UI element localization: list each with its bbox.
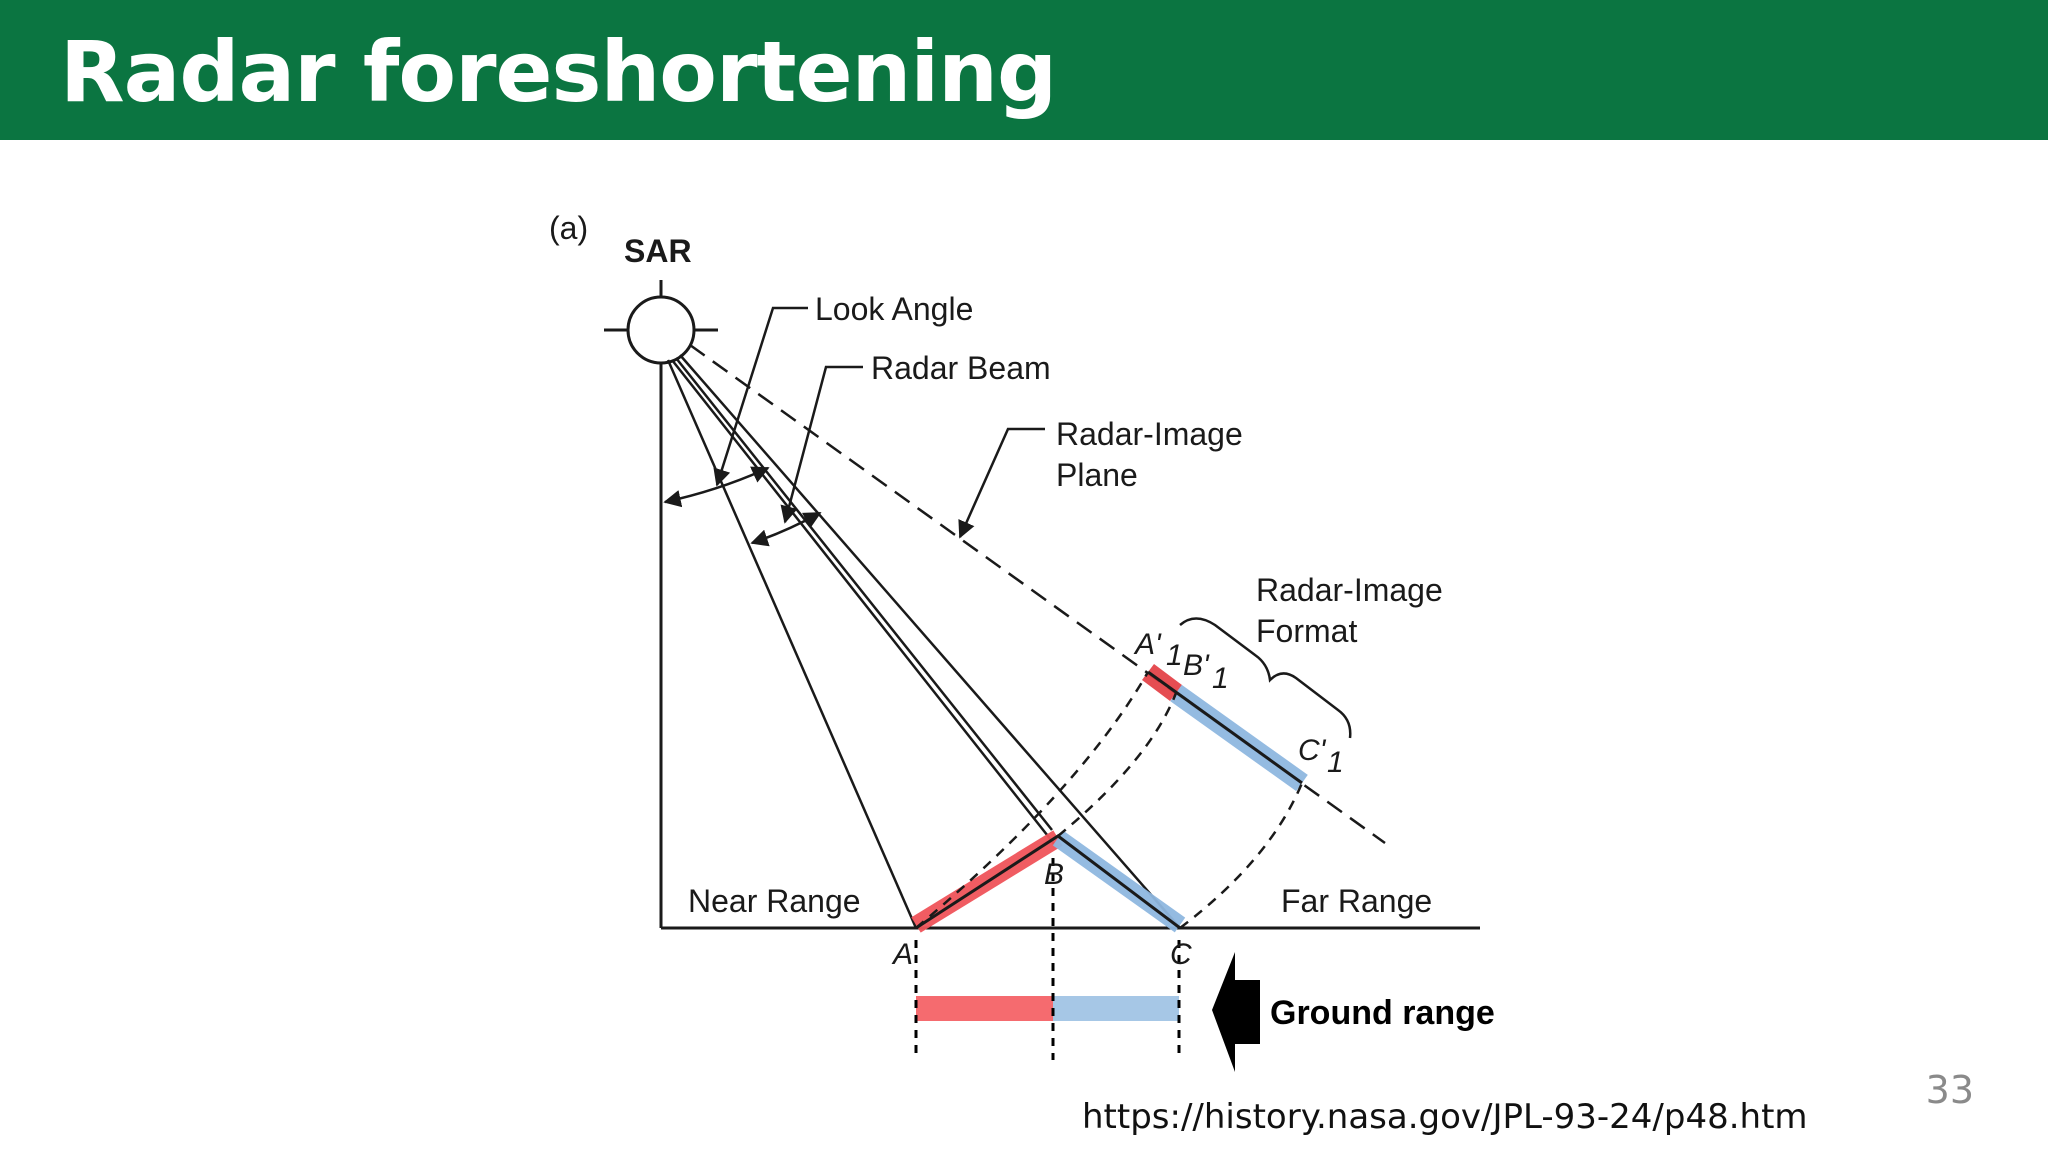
radar-beam-label: Radar Beam: [871, 350, 1051, 386]
ground-range-bc-bar: [1053, 996, 1179, 1021]
point-c-label: C: [1170, 938, 1192, 971]
page-number: 33: [1925, 1068, 1974, 1112]
point-b1-subscript: 1: [1212, 662, 1229, 695]
image-segment-line: [1147, 670, 1303, 785]
projection-arc-a: [915, 671, 1150, 929]
point-c1-label: C': [1298, 734, 1327, 767]
ray-to-a-right: [671, 359, 1056, 846]
image-plane-leader: [958, 427, 1045, 539]
near-range-label: Near Range: [688, 883, 861, 919]
ground-range-ab-bar: [916, 996, 1053, 1021]
source-link[interactable]: https://history.nasa.gov/JPL-93-24/p48.h…: [1082, 1097, 1808, 1137]
image-plane-label-1: Radar-Image: [1056, 416, 1243, 452]
ray-to-b: [675, 357, 1053, 831]
image-format-brace: [1179, 617, 1352, 739]
look-angle-label: Look Angle: [815, 291, 973, 327]
radar-beam-leader: [780, 365, 863, 524]
image-format-label-1: Radar-Image: [1256, 572, 1443, 608]
projection-arc-b: [1057, 692, 1178, 837]
ground-range-label: Ground range: [1270, 994, 1495, 1032]
image-format-label-2: Format: [1256, 613, 1357, 649]
ground-range-arrow-icon: [1212, 952, 1260, 1072]
point-b-label: B: [1044, 858, 1064, 891]
point-b1-label: B': [1183, 649, 1210, 682]
projection-arc-c: [1179, 782, 1304, 929]
look-angle-arc: [663, 466, 770, 508]
point-a1-label: A': [1133, 628, 1162, 661]
point-a-label: A: [891, 938, 913, 971]
sar-label: SAR: [624, 233, 692, 269]
sar-antenna-icon: [604, 280, 718, 365]
panel-label: (a): [549, 210, 588, 246]
image-plane-label-2: Plane: [1056, 457, 1138, 493]
far-range-label: Far Range: [1281, 883, 1432, 919]
point-a1-subscript: 1: [1166, 639, 1183, 672]
ray-to-a-left: [666, 359, 918, 929]
slide-title: Radar foreshortening: [60, 23, 1057, 121]
ray-to-c: [679, 354, 1181, 929]
point-c1-subscript: 1: [1327, 746, 1344, 779]
title-bar: [0, 0, 2048, 140]
radar-beam-arc: [750, 511, 822, 547]
look-angle-leader: [713, 306, 808, 487]
